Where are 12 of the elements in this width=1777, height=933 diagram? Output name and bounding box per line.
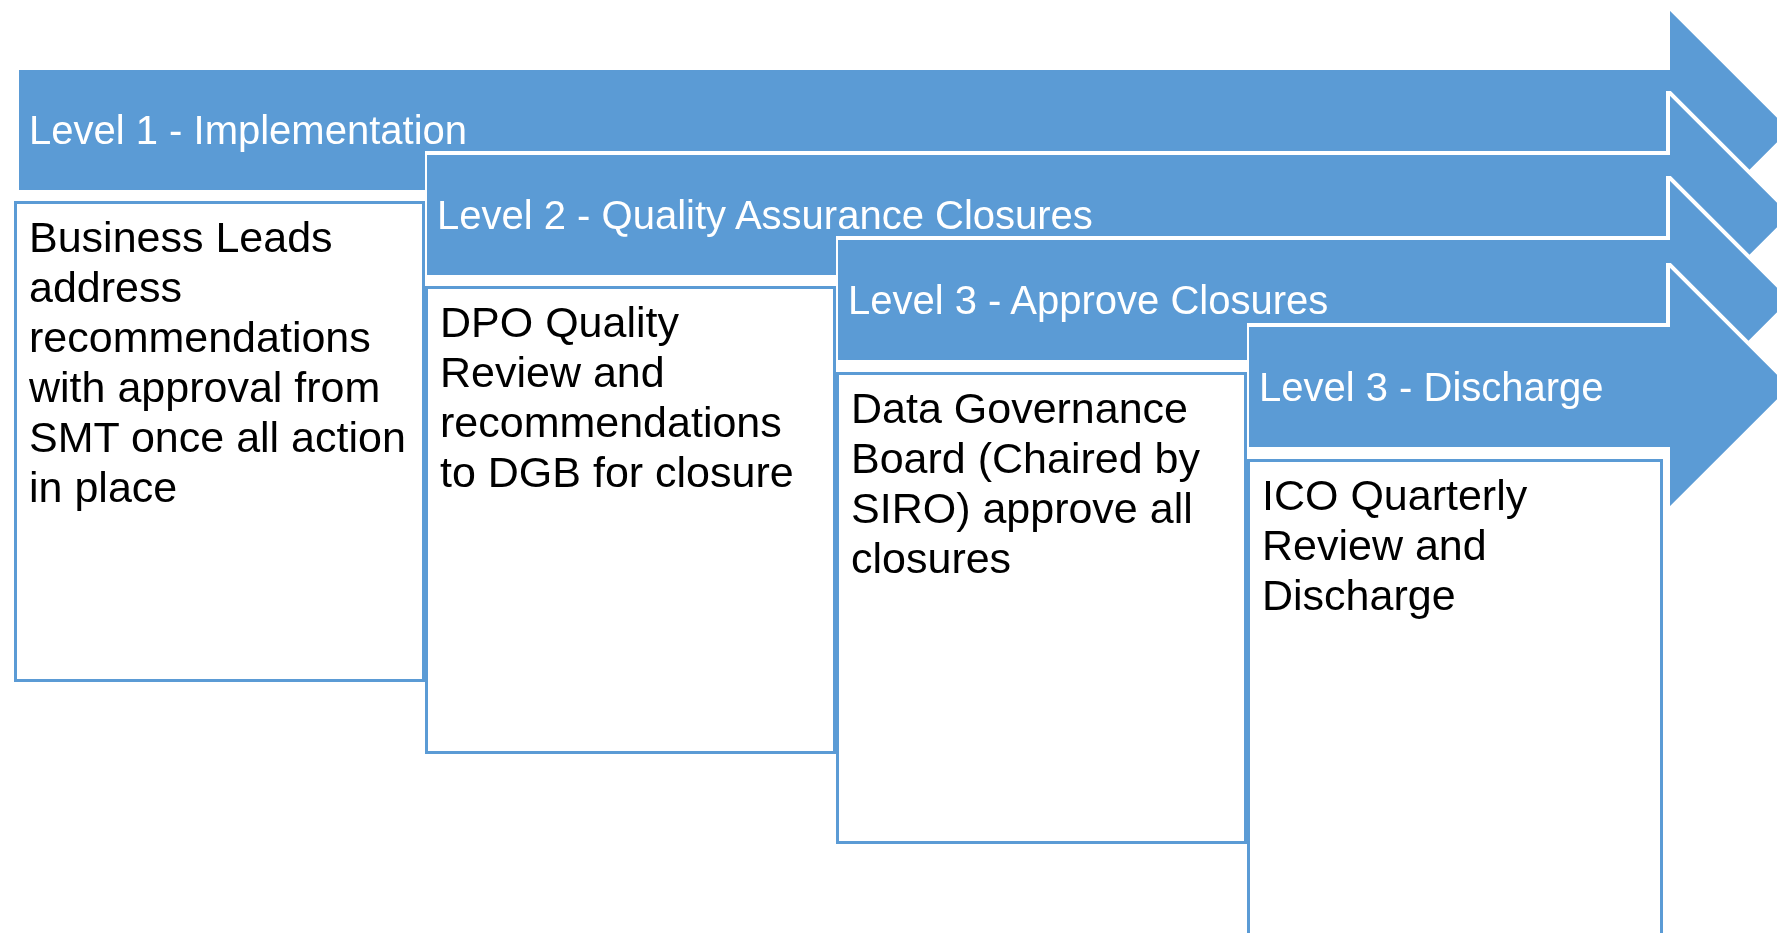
step-description: Business Leads address recommendations with approval from SMT once all action in place	[29, 212, 407, 512]
step-description: Data Governance Board (Chaired by SIRO) approve all closures	[851, 383, 1201, 583]
step-heading: Level 2 - Quality Assurance Closures	[437, 192, 1093, 238]
step-description: ICO Quarterly Review and Discharge	[1262, 470, 1529, 620]
step-heading: Level 3 - Approve Closures	[848, 277, 1329, 323]
step-heading: Level 1 - Implementation	[29, 107, 467, 153]
description-box	[14, 201, 425, 682]
description-box	[836, 372, 1247, 844]
description-box	[425, 286, 836, 754]
step-description: DPO Quality Review and recommendations to DGB for closure	[440, 297, 795, 497]
description-box	[1247, 459, 1663, 933]
step-heading: Level 3 - Discharge	[1259, 364, 1604, 410]
